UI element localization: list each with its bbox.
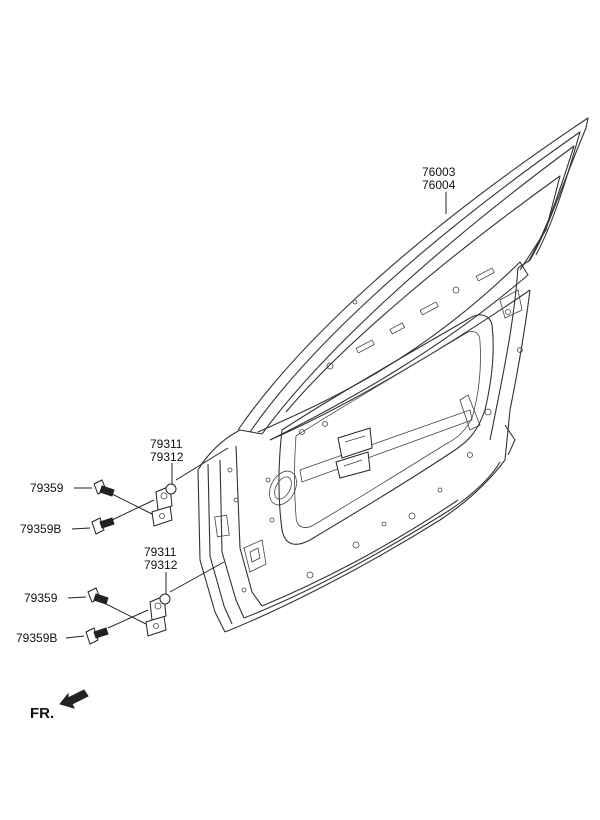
lower-hinge-bolt[interactable] (87, 587, 109, 605)
arrow-left-down-icon (59, 689, 89, 709)
lower-hinge[interactable] (145, 593, 171, 637)
upper-hinge-bolt-b[interactable] (91, 517, 115, 535)
label-lower-hinge-a: 79311 (144, 545, 177, 559)
label-lower-bolt-a: 79359 (24, 591, 58, 605)
upper-hinge[interactable] (151, 483, 177, 527)
lower-hinge-bolt-b[interactable] (85, 627, 109, 645)
front-indicator-label: FR. (30, 705, 54, 722)
label-lower-bolt-b: 79359B (16, 631, 57, 645)
label-door-panel-b: 76004 (422, 178, 456, 192)
label-lower-hinge-b: 79312 (144, 558, 178, 572)
label-upper-bolt-a: 79359 (30, 481, 64, 495)
front-door-panel[interactable] (197, 117, 589, 633)
label-door-panel-a: 76003 (422, 165, 456, 179)
label-upper-hinge-b: 79312 (150, 450, 184, 464)
label-upper-bolt-b: 79359B (20, 522, 61, 536)
leader-lines (65, 192, 447, 639)
label-upper-hinge-a: 79311 (150, 437, 183, 451)
